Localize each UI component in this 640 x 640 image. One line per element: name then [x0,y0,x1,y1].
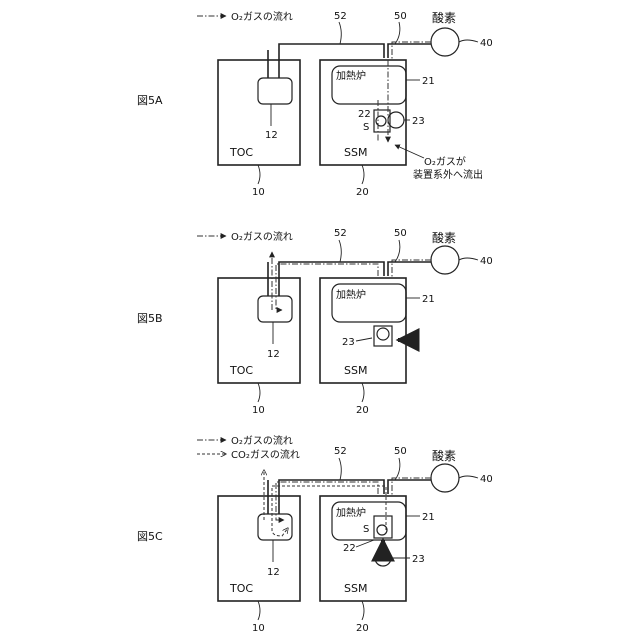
ref-50: 50 [394,228,407,239]
figure-5c: 図5C O₂ガスの流れ CO₂ガスの流れ TOC 12 10 52 SSM 加熱… [137,434,493,634]
ref-10: 10 [252,405,265,416]
oxygen-label: 酸素 [432,448,456,463]
ref-52: 52 [334,228,347,239]
ref-10: 10 [252,187,265,198]
ref-40: 40 [480,474,493,485]
ref-52: 52 [334,446,347,457]
ssm-label: SSM [344,364,367,377]
ref-12: 12 [267,349,280,360]
ref-50: 50 [394,446,407,457]
exhaust-note-line1: O₂ガスが [424,155,466,168]
oxygen-source-40 [431,464,459,492]
toc-label: TOC [229,582,253,595]
legend-o2-label: O₂ガスの流れ [231,434,293,447]
ref-23: 23 [412,116,425,127]
legend-o2-label: O₂ガスの流れ [231,230,293,243]
ref-22: 22 [343,543,356,554]
ref-23: 23 [412,554,425,565]
figure-5b-title: 図5B [137,312,163,325]
furnace-label: 加熱炉 [336,69,366,82]
furnace-label: 加熱炉 [336,506,366,519]
sample-s: S [363,122,369,133]
ref-20: 20 [356,405,369,416]
figure-5c-title: 図5C [137,530,163,543]
legend-o2-5a: O₂ガスの流れ [197,10,293,23]
ssm-label: SSM [344,582,367,595]
ref-20: 20 [356,623,369,634]
leader-10 [258,165,260,184]
ssm-label: SSM [344,146,367,159]
oxygen-source-40 [431,246,459,274]
ref-40: 40 [480,38,493,49]
pipe-50 [388,262,431,276]
legend-o2-label: O₂ガスの流れ [231,10,293,23]
legend-co2-label: CO₂ガスの流れ [231,448,300,461]
ref-50: 50 [394,11,407,22]
oxygen-source-40 [431,28,459,56]
oxygen-label: 酸素 [432,230,456,245]
sample-s: S [363,524,369,535]
toc-label: TOC [229,146,253,159]
ref-52: 52 [334,11,347,22]
ref-21: 21 [422,76,435,87]
ref-21: 21 [422,512,435,523]
ref-21: 21 [422,294,435,305]
exhaust-note-line2: 装置系外へ流出 [413,168,483,181]
ref-10: 10 [252,623,265,634]
ref-40: 40 [480,256,493,267]
ref-22: 22 [358,109,371,120]
ref-12: 12 [267,567,280,578]
furnace-label: 加熱炉 [336,288,366,301]
figure-5a-title: 図5A [137,94,163,107]
ref-20: 20 [356,187,369,198]
oxygen-label: 酸素 [432,10,456,25]
ref-12: 12 [265,130,278,141]
pipe-50 [388,44,431,58]
ref-23: 23 [342,337,355,348]
figure-5a: 図5A O₂ガスの流れ TOC 12 10 52 SSM 加熱炉 21 23 2… [137,0,493,198]
pipe-50 [388,480,431,494]
figure-5b: 図5B O₂ガスの流れ TOC 12 10 52 SSM 加熱炉 21 23 酸… [137,228,493,416]
toc-label: TOC [229,364,253,377]
